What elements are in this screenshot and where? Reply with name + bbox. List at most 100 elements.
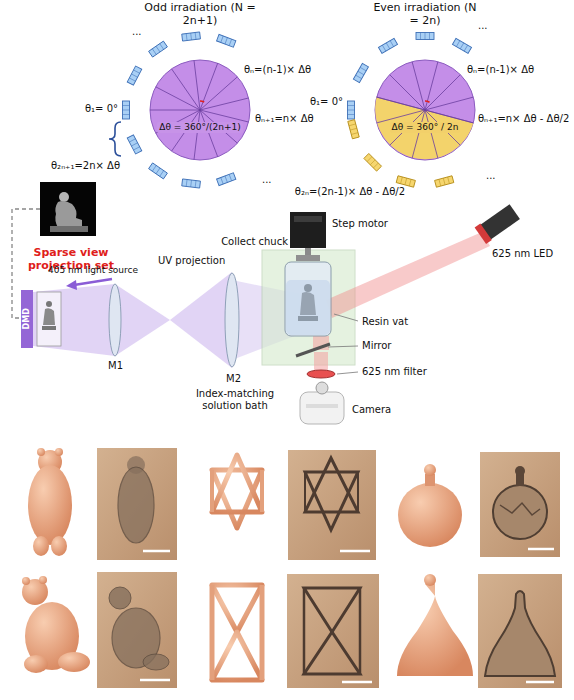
- cad-flask: [424, 574, 436, 586]
- printed-photo: [97, 448, 177, 560]
- projection-thumbnail: [40, 182, 96, 236]
- printed-photo: [526, 681, 554, 684]
- projection-segment-cell: [373, 163, 378, 168]
- red-filter: [307, 370, 335, 378]
- projection-segment-cell: [390, 41, 394, 47]
- angle-spoke: [390, 75, 425, 110]
- ellipsis: ...: [132, 26, 142, 38]
- projection-segment: [348, 101, 355, 119]
- angle-step-formula: Δθ = 360°/(2n+1): [157, 122, 242, 133]
- projection-segment: [123, 101, 130, 119]
- projection-segment: [378, 38, 397, 53]
- projection-segment: [364, 153, 382, 171]
- projection-segment: [217, 34, 236, 47]
- printed-photo: [109, 587, 131, 609]
- light-source-arrow: [74, 279, 112, 285]
- projection-segment-cell: [348, 110, 355, 111]
- camera: [300, 392, 344, 424]
- cad-octahedron-lattice: [212, 455, 262, 512]
- cad-bear-standing: [55, 448, 63, 456]
- printed-photo: [288, 450, 376, 560]
- projection-segment-cell: [195, 32, 197, 39]
- angle-label: θₙ=(n-1)× Δθ: [467, 64, 534, 76]
- projection-segment-cell: [456, 41, 460, 47]
- printed-photo: [97, 448, 177, 560]
- projection-segment-cell: [425, 33, 426, 40]
- printed-photo: [528, 548, 554, 551]
- printed-photo: [143, 654, 169, 670]
- part-name: Resin vat: [362, 316, 408, 328]
- projection-segment: [348, 120, 359, 139]
- mirror: [296, 344, 330, 356]
- projection-segment-cell: [225, 176, 227, 183]
- projection-segment-cell: [160, 44, 164, 50]
- projection-segment-cell: [370, 160, 375, 165]
- angle-label: θ₂ₙ=(2n-1)× Δθ - Δθ/2: [295, 186, 405, 198]
- projection-segment: [127, 66, 142, 85]
- projection-segment-cell: [464, 45, 468, 51]
- projection-segment-cell: [229, 39, 231, 46]
- projection-segment-cell: [386, 43, 390, 49]
- printed-photo: [340, 550, 370, 553]
- projection-segment: [123, 101, 130, 119]
- lens-m1: [109, 284, 121, 356]
- dmd-chip: [21, 290, 33, 348]
- irradiation-disc: [375, 60, 475, 160]
- projection-segment-cell: [156, 168, 160, 174]
- projection-segment-cell: [405, 178, 407, 185]
- mirror: [296, 344, 330, 356]
- cad-bear-sitting: [39, 576, 47, 584]
- camera: [300, 382, 344, 424]
- irradiation-disc: [150, 60, 250, 160]
- dmd-image: [43, 308, 55, 325]
- projection-segment-cell: [190, 33, 192, 40]
- angle-spoke: [425, 110, 438, 158]
- projection-segment-cell: [131, 74, 137, 77]
- angle-step-formula: Δθ = 360° / 2n: [390, 122, 461, 133]
- cad-bear-sitting: [58, 652, 90, 672]
- projection-segment-cell: [348, 105, 355, 106]
- leader-line: [328, 346, 358, 347]
- projection-segment-cell: [186, 179, 188, 186]
- cad-hourglass-lattice: [212, 585, 262, 632]
- projection-segment-cell: [420, 33, 421, 40]
- part-name: 625 nm filter: [362, 366, 427, 378]
- angle-spoke: [200, 98, 249, 110]
- printed-photo: [305, 472, 358, 530]
- cad-bear-sitting: [22, 576, 90, 673]
- printed-photo: [500, 503, 540, 515]
- uv-beam: [170, 272, 232, 368]
- printed-photo: [342, 681, 372, 684]
- angle-spoke: [425, 110, 473, 123]
- projection-segment: [435, 176, 454, 187]
- text-row: Odd irradiation (N = 2n+1): [110, 1, 290, 28]
- printed-photo: [288, 450, 376, 560]
- angle-label: θₙ₊₁=n× Δθ - Δθ/2: [478, 113, 572, 125]
- resin-vat: [300, 292, 316, 315]
- resin-vat: [304, 284, 312, 292]
- projection-segment-cell: [409, 179, 411, 186]
- projection-segment: [416, 33, 434, 40]
- projection-segment-cell: [186, 34, 188, 41]
- cad-bear-sitting: [24, 655, 48, 673]
- printed-photo: [118, 467, 154, 543]
- projection-thumbnail: [40, 182, 96, 236]
- leader-line: [328, 314, 358, 374]
- uv-beam: [33, 284, 170, 356]
- projection-segment-cell: [133, 147, 139, 150]
- projection-segment-cell: [129, 78, 135, 81]
- printed-photo: [493, 485, 547, 539]
- printed-photo: [485, 591, 555, 676]
- projection-segment-cell: [195, 181, 197, 188]
- printed-photo: [305, 458, 358, 512]
- angle-spoke: [425, 97, 473, 110]
- cad-bear-standing: [28, 465, 72, 545]
- cad-sphere: [424, 464, 436, 476]
- angle-label: θ₁= 0°: [310, 96, 343, 108]
- angle-spoke: [412, 62, 425, 110]
- led-source: [475, 203, 521, 243]
- projection-segment: [149, 163, 168, 179]
- part-name: UV projection: [158, 255, 225, 267]
- dmd-image: [42, 326, 56, 330]
